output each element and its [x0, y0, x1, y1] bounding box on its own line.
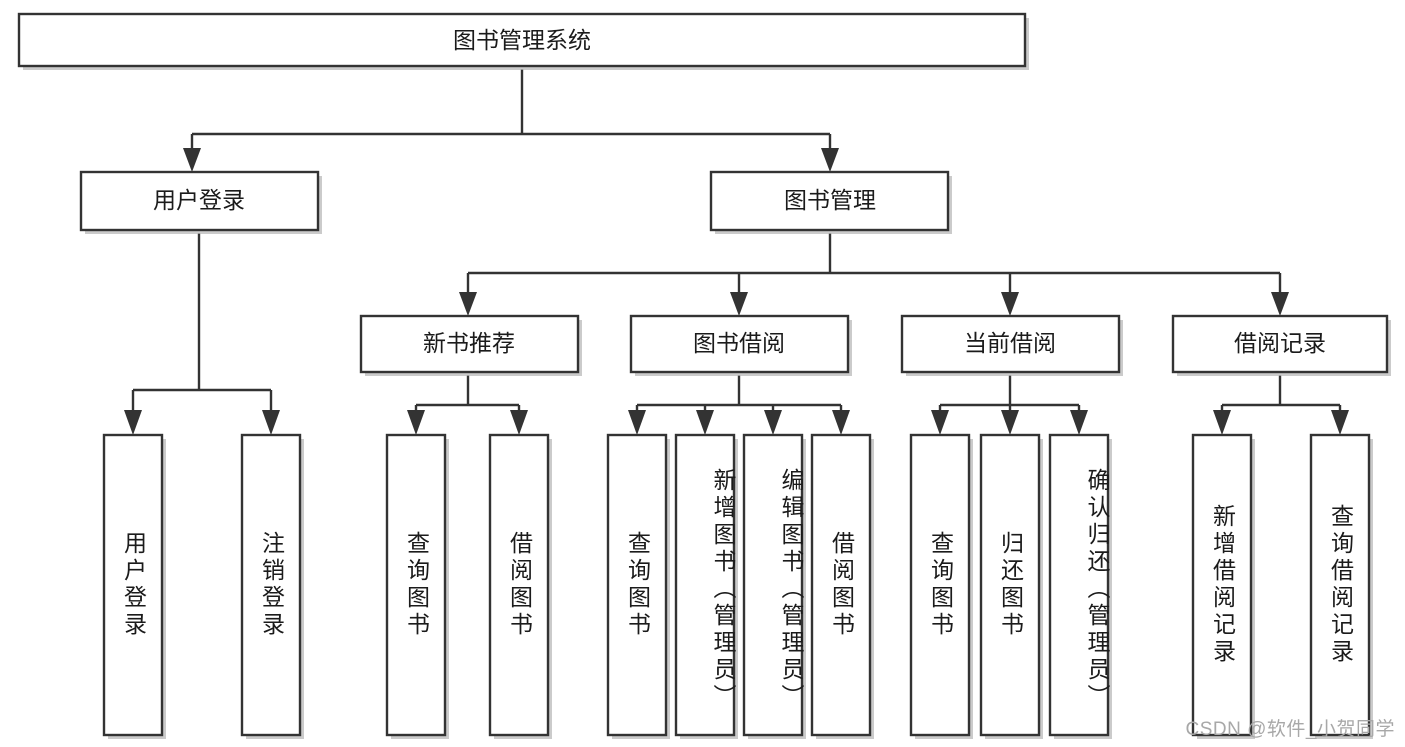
node-book-borrow-label: 图书借阅	[693, 330, 785, 356]
arrowhead-leaf-confirm-return-admin	[1070, 410, 1088, 435]
node-user-login[interactable]: 用户登录	[79, 170, 322, 234]
arrowhead-borrow-record	[1271, 292, 1289, 316]
node-book-borrow[interactable]: 图书借阅	[629, 314, 852, 376]
arrowhead-leaf-edit-book-admin	[764, 410, 782, 435]
leaf-logout-login-label: 注销登录	[258, 531, 285, 639]
leaf-confirm-return-admin-label: 确认归还（管理员）	[1084, 467, 1110, 711]
arrowhead-current-borrow	[1001, 292, 1019, 316]
leaf-add-book-admin-box[interactable]	[674, 433, 736, 737]
leaf-borrow-book-2-label: 借阅图书	[828, 531, 855, 639]
leaf-confirm-return-admin-box[interactable]	[1048, 433, 1110, 737]
leaf-query-book-3-box[interactable]	[909, 433, 971, 737]
leaf-query-book-1-box[interactable]	[385, 433, 447, 737]
csdn-watermark: CSDN @软件_小贺同学	[1185, 719, 1395, 740]
leaf-return-book-label: 归还图书	[997, 531, 1024, 639]
leaf-box-layer	[102, 433, 1373, 739]
leaf-query-borrow-record-box[interactable]	[1309, 433, 1371, 737]
node-borrow-record[interactable]: 借阅记录	[1171, 314, 1391, 376]
leaf-query-book-1-label: 查询图书	[403, 531, 430, 639]
leaf-add-borrow-record-label: 新增借阅记录	[1209, 504, 1236, 666]
arrowhead-leaf-borrow-book-1	[510, 410, 528, 435]
arrowhead-leaf-return-book	[1001, 410, 1019, 435]
leaf-edit-book-admin-label: 编辑图书（管理员）	[778, 467, 804, 711]
arrowhead-leaf-query-book-3	[931, 410, 949, 435]
arrowhead-leaf-borrow-book-2	[832, 410, 850, 435]
arrowhead-leaf-add-book-admin	[696, 410, 714, 435]
node-title-box[interactable]	[17, 12, 1027, 68]
arrowhead-leaf-add-borrow-record	[1213, 410, 1231, 435]
node-new-book-recommend-box[interactable]	[359, 314, 580, 374]
node-book-borrow-box[interactable]	[629, 314, 850, 374]
arrowhead-leaf-query-borrow-record	[1331, 410, 1349, 435]
arrowhead-leaf-query-book-1	[407, 410, 425, 435]
node-book-management-box[interactable]	[709, 170, 950, 232]
leaf-query-borrow-record-label: 查询借阅记录	[1327, 504, 1354, 666]
leaf-query-book-3-label: 查询图书	[927, 531, 954, 639]
node-current-borrow[interactable]: 当前借阅	[900, 314, 1123, 376]
node-user-login-label: 用户登录	[153, 187, 245, 213]
arrowhead-leaf-logout-login	[262, 410, 280, 435]
node-borrow-record-box[interactable]	[1171, 314, 1389, 374]
arrowhead-new-book-recommend	[459, 292, 477, 316]
node-book-management[interactable]: 图书管理	[709, 170, 952, 234]
leaf-logout-login-box[interactable]	[240, 433, 302, 737]
leaf-borrow-book-1-label: 借阅图书	[506, 531, 533, 639]
arrowhead-leaf-query-book-2	[628, 410, 646, 435]
leaf-edit-book-admin-box[interactable]	[742, 433, 804, 737]
node-title[interactable]: 图书管理系统	[17, 12, 1029, 70]
arrowhead-user-login	[183, 148, 201, 172]
arrowhead-leaf-user-login	[124, 410, 142, 435]
leaf-query-book-2-label: 查询图书	[624, 531, 651, 639]
node-book-management-label: 图书管理	[784, 187, 876, 213]
arrowhead-book-management	[821, 148, 839, 172]
arrowhead-book-borrow	[730, 292, 748, 316]
leaf-user-login-box[interactable]	[102, 433, 164, 737]
node-title-label: 图书管理系统	[453, 27, 591, 53]
leaf-query-book-2-box[interactable]	[606, 433, 668, 737]
leaf-borrow-book-1-box[interactable]	[488, 433, 550, 737]
leaf-user-login-label: 用户登录	[120, 531, 147, 639]
edge-layer	[124, 69, 1349, 435]
leaf-add-borrow-record-box[interactable]	[1191, 433, 1253, 737]
leaf-return-book-box[interactable]	[979, 433, 1041, 737]
node-current-borrow-label: 当前借阅	[964, 330, 1056, 356]
node-current-borrow-box[interactable]	[900, 314, 1121, 374]
node-user-login-box[interactable]	[79, 170, 320, 232]
leaf-borrow-book-2-box[interactable]	[810, 433, 872, 737]
node-borrow-record-label: 借阅记录	[1234, 330, 1326, 356]
leaf-add-book-admin-label: 新增图书（管理员）	[710, 467, 736, 711]
node-new-book-recommend-label: 新书推荐	[423, 330, 515, 356]
node-new-book-recommend[interactable]: 新书推荐	[359, 314, 582, 376]
